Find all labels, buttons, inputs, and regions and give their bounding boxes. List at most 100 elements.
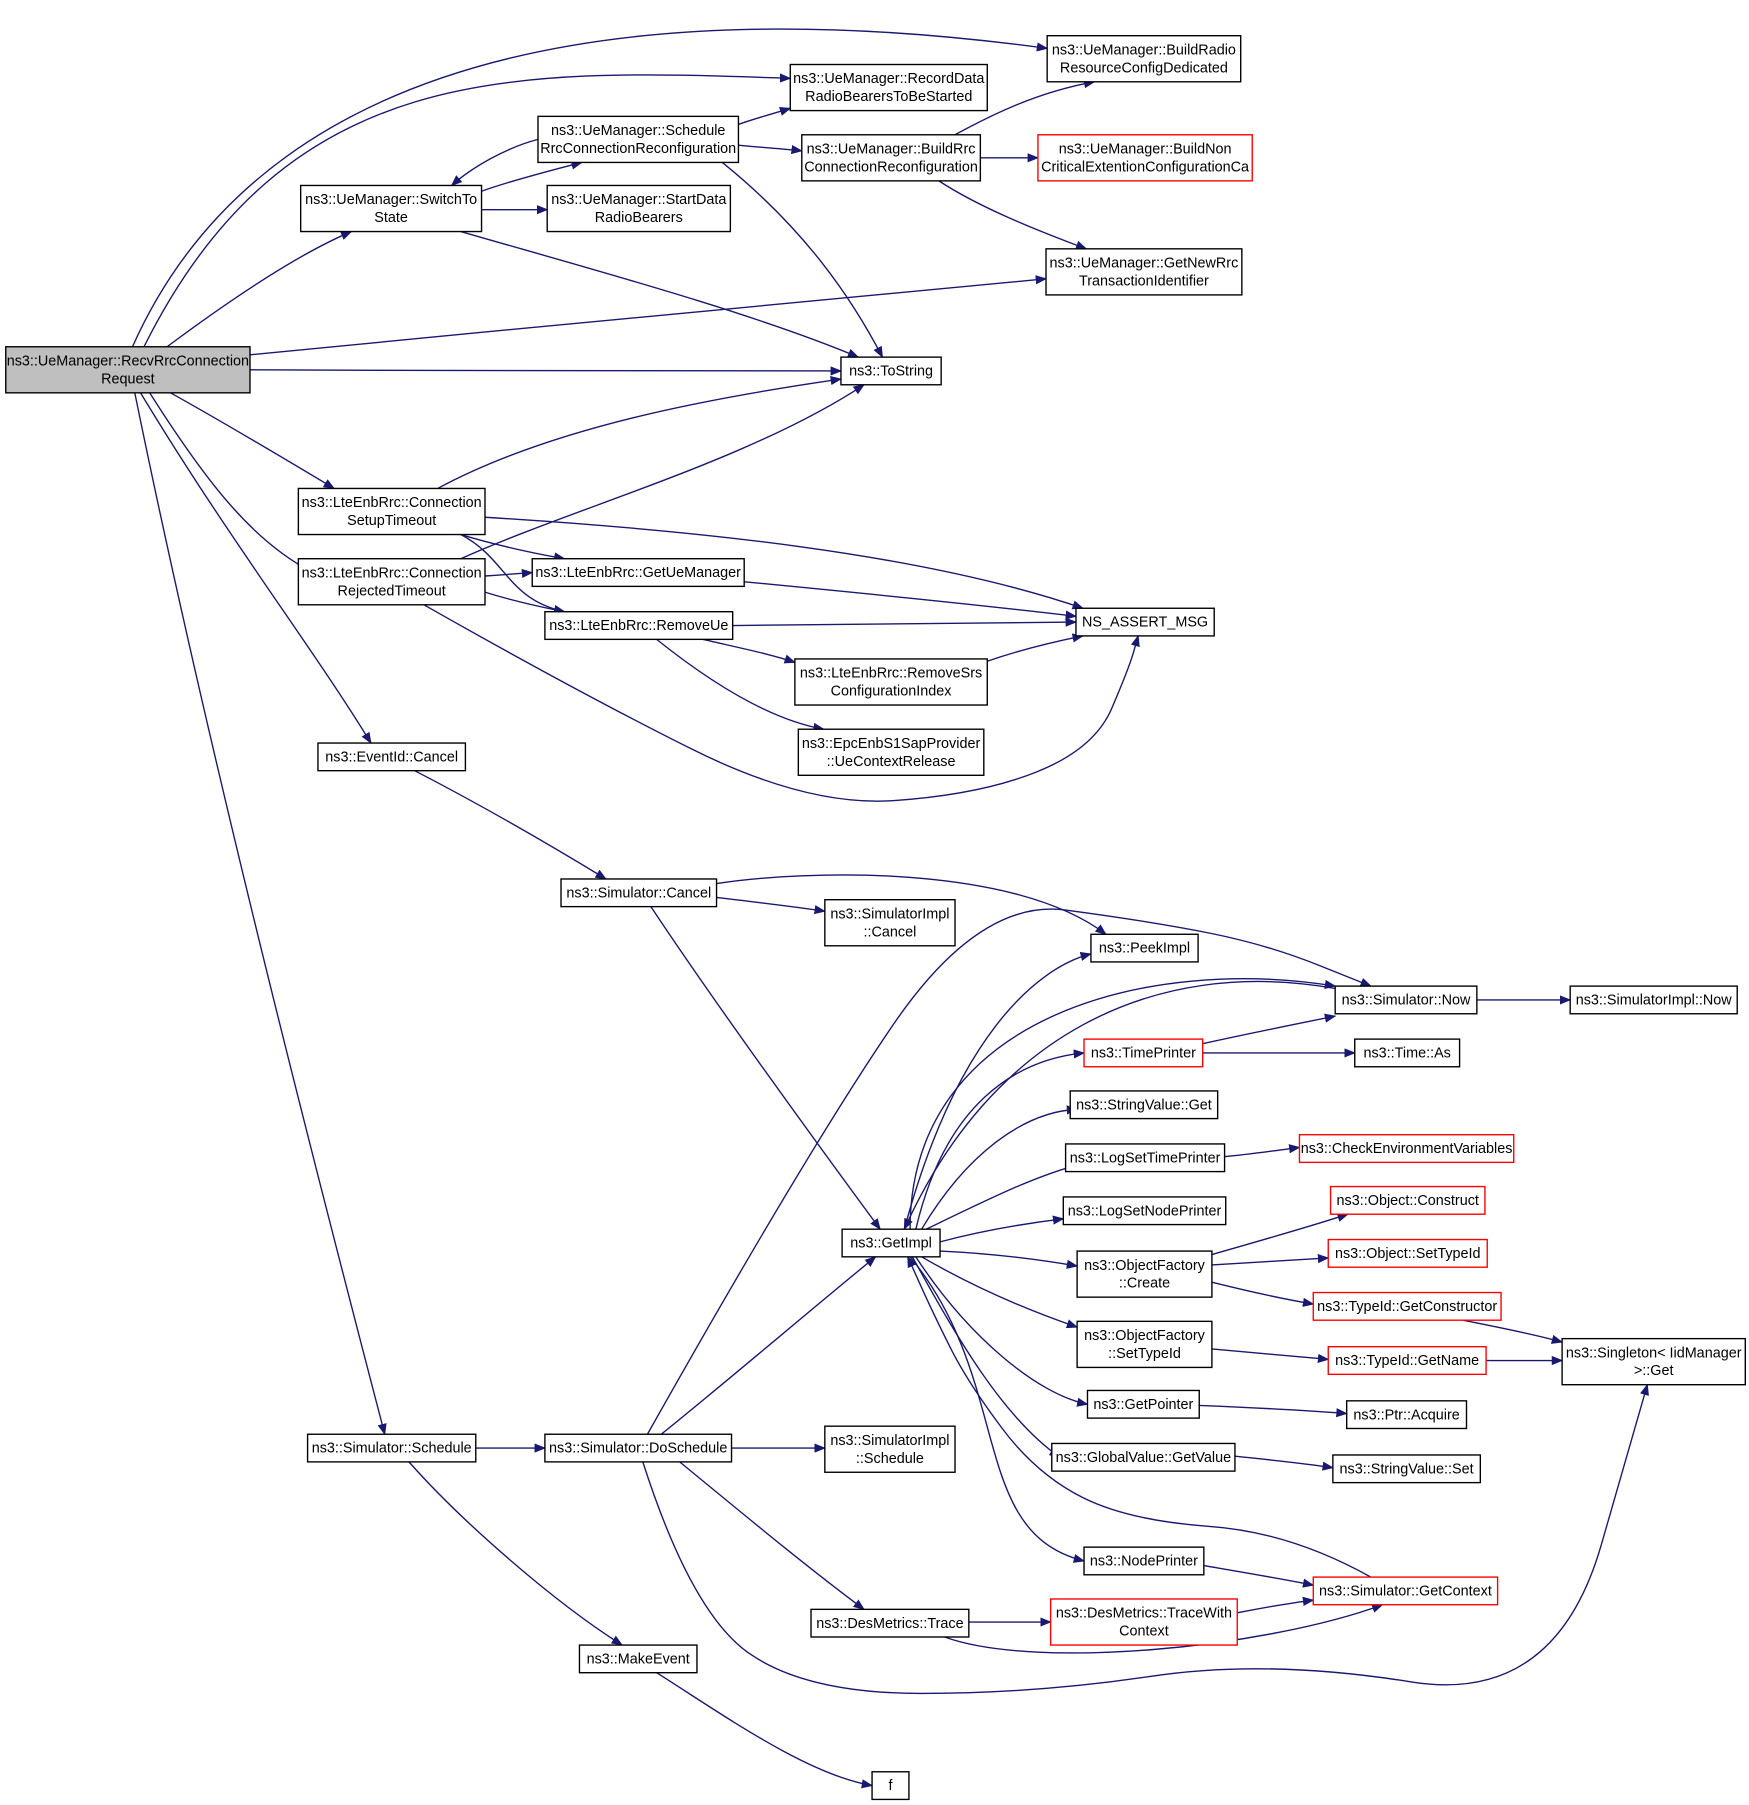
node-typeIdGetName[interactable]: ns3::TypeId::GetName bbox=[1327, 1345, 1487, 1376]
node-logSetTime[interactable]: ns3::LogSetTimePrinter bbox=[1064, 1143, 1226, 1173]
node-objSetTypeId[interactable]: ns3::Object::SetTypeId bbox=[1327, 1238, 1488, 1268]
node-timePrinter[interactable]: ns3::TimePrinter bbox=[1083, 1038, 1204, 1068]
node-recordData[interactable]: ns3::UeManager::RecordDataRadioBearersTo… bbox=[789, 63, 988, 112]
node-label: Request bbox=[101, 371, 155, 387]
node-logSetNode[interactable]: ns3::LogSetNodePrinter bbox=[1062, 1196, 1227, 1226]
node-getNewRrc[interactable]: ns3::UeManager::GetNewRrcTransactionIden… bbox=[1045, 248, 1243, 296]
node-buildNon[interactable]: ns3::UeManager::BuildNonCriticalExtentio… bbox=[1037, 134, 1253, 182]
node-label: f bbox=[888, 1778, 893, 1794]
node-label: ns3::Simulator::Now bbox=[1342, 993, 1471, 1009]
node-label: ns3::GlobalValue::GetValue bbox=[1056, 1450, 1231, 1466]
node-box bbox=[5, 346, 251, 394]
node-box bbox=[1083, 1038, 1204, 1068]
node-simCancel[interactable]: ns3::Simulator::Cancel bbox=[560, 878, 718, 908]
node-label: ::Schedule bbox=[856, 1451, 924, 1467]
node-box bbox=[1064, 1143, 1226, 1173]
node-peekImpl[interactable]: ns3::PeekImpl bbox=[1090, 933, 1199, 963]
node-buildRadio[interactable]: ns3::UeManager::BuildRadioResourceConfig… bbox=[1046, 35, 1242, 83]
node-box bbox=[1298, 1134, 1515, 1164]
node-label: SetupTimeout bbox=[347, 513, 436, 529]
edge-getPointer-to-ptrAcquire bbox=[1199, 1404, 1348, 1418]
node-timeAs[interactable]: ns3::Time::As bbox=[1354, 1038, 1461, 1068]
edge-buildRrc-to-buildRadio bbox=[954, 79, 1096, 136]
edge-recv-to-simSchedule bbox=[134, 392, 387, 1436]
edge-recv-to-getNewRrc bbox=[249, 275, 1048, 356]
node-label: ns3::SimulatorImpl::Now bbox=[1576, 993, 1733, 1009]
node-box bbox=[1076, 1320, 1213, 1369]
node-f[interactable]: f bbox=[871, 1771, 910, 1801]
node-label: NS_ASSERT_MSG bbox=[1082, 615, 1208, 631]
node-box bbox=[297, 487, 486, 536]
edge-nodePrinter-to-getContext bbox=[1203, 1564, 1315, 1588]
node-nsAssert[interactable]: NS_ASSERT_MSG bbox=[1075, 607, 1215, 637]
node-scheduleRrc[interactable]: ns3::UeManager::ScheduleRrcConnectionRec… bbox=[537, 115, 740, 164]
edge-getContext-to-getImpl bbox=[907, 1255, 1372, 1578]
node-box bbox=[544, 611, 734, 641]
node-getPointer[interactable]: ns3::GetPointer bbox=[1086, 1389, 1200, 1419]
node-eventCancel[interactable]: ns3::EventId::Cancel bbox=[317, 742, 467, 772]
node-simImplCancel[interactable]: ns3::SimulatorImpl::Cancel bbox=[824, 899, 956, 947]
node-ofSetTypeId[interactable]: ns3::ObjectFactory::SetTypeId bbox=[1076, 1320, 1213, 1369]
node-label: ns3::ToString bbox=[849, 364, 933, 380]
node-gvGetValue[interactable]: ns3::GlobalValue::GetValue bbox=[1051, 1442, 1236, 1472]
node-strValGet[interactable]: ns3::StringValue::Get bbox=[1069, 1090, 1219, 1120]
node-box bbox=[797, 728, 985, 776]
node-label: ns3::LogSetTimePrinter bbox=[1070, 1150, 1221, 1166]
edge-getImpl-to-peekImpl bbox=[903, 951, 1093, 1230]
node-desTrace[interactable]: ns3::DesMetrics::Trace bbox=[810, 1608, 970, 1638]
node-simImplNow[interactable]: ns3::SimulatorImpl::Now bbox=[1569, 985, 1738, 1015]
node-ueCtxRelease[interactable]: ns3::EpcEnbS1SapProvider::UeContextRelea… bbox=[797, 728, 985, 776]
node-getContext[interactable]: ns3::Simulator::GetContext bbox=[1312, 1576, 1499, 1606]
edge-connSetup-to-removeUe bbox=[460, 533, 566, 614]
node-label: RejectedTimeout bbox=[338, 583, 446, 599]
node-removeSrs[interactable]: ns3::LteEnbRrc::RemoveSrsConfigurationIn… bbox=[794, 658, 988, 706]
node-singletonGet[interactable]: ns3::Singleton< IidManager>::Get bbox=[1561, 1337, 1746, 1386]
node-label: ns3::Object::Construct bbox=[1337, 1193, 1479, 1209]
node-box bbox=[531, 558, 745, 588]
node-simSchedule[interactable]: ns3::Simulator::Schedule bbox=[306, 1433, 477, 1463]
node-simImplSchedule[interactable]: ns3::SimulatorImpl::Schedule bbox=[824, 1425, 956, 1473]
node-label: ns3::LteEnbRrc::RemoveSrs bbox=[800, 666, 982, 682]
node-strValSet[interactable]: ns3::StringValue::Set bbox=[1332, 1454, 1482, 1484]
node-connRejected[interactable]: ns3::LteEnbRrc::ConnectionRejectedTimeou… bbox=[297, 558, 486, 606]
node-ofCreate[interactable]: ns3::ObjectFactory::Create bbox=[1076, 1250, 1213, 1298]
node-nodePrinter[interactable]: ns3::NodePrinter bbox=[1083, 1546, 1205, 1576]
node-getUeManager[interactable]: ns3::LteEnbRrc::GetUeManager bbox=[531, 558, 745, 588]
node-box bbox=[578, 1644, 698, 1674]
node-ptrAcquire[interactable]: ns3::Ptr::Acquire bbox=[1345, 1400, 1468, 1430]
node-simNow[interactable]: ns3::Simulator::Now bbox=[1334, 985, 1478, 1015]
node-doSchedule[interactable]: ns3::Simulator::DoSchedule bbox=[544, 1433, 733, 1463]
node-objConstruct[interactable]: ns3::Object::Construct bbox=[1329, 1185, 1486, 1215]
node-box bbox=[1046, 35, 1242, 83]
node-label: RadioBearers bbox=[595, 210, 683, 226]
node-getConstructor[interactable]: ns3::TypeId::GetConstructor bbox=[1312, 1291, 1502, 1321]
edge-removeSrs-to-nsAssert bbox=[987, 633, 1085, 662]
edge-removeUe-to-ueCtxRelease bbox=[656, 638, 825, 732]
node-removeUe[interactable]: ns3::LteEnbRrc::RemoveUe bbox=[544, 611, 734, 641]
node-buildRrc[interactable]: ns3::UeManager::BuildRrcConnectionReconf… bbox=[801, 134, 982, 182]
edge-getConstructor-to-singletonGet bbox=[1462, 1319, 1564, 1344]
node-label: ns3::MakeEvent bbox=[587, 1651, 690, 1667]
node-checkEnv[interactable]: ns3::CheckEnvironmentVariables bbox=[1298, 1134, 1515, 1164]
node-box bbox=[801, 134, 982, 182]
node-label: ns3::StringValue::Get bbox=[1076, 1097, 1212, 1113]
node-label: ns3::UeManager::BuildNon bbox=[1059, 142, 1232, 158]
node-label: ns3::SimulatorImpl bbox=[830, 906, 949, 922]
edge-ofSetTypeId-to-typeIdGetName bbox=[1211, 1348, 1330, 1364]
node-label: RadioBearersToBeStarted bbox=[805, 89, 972, 105]
edge-getImpl-to-ofCreate bbox=[940, 1250, 1079, 1269]
node-getImpl[interactable]: ns3::GetImpl bbox=[841, 1228, 941, 1258]
edge-connRejected-to-removeUe bbox=[484, 591, 566, 615]
node-toString[interactable]: ns3::ToString bbox=[840, 356, 942, 386]
node-label: ::SetTypeId bbox=[1108, 1346, 1181, 1362]
node-label: ns3::UeManager::SwitchTo bbox=[305, 192, 477, 208]
node-label: ns3::LteEnbRrc::Connection bbox=[302, 495, 482, 511]
edge-scheduleRrc-to-recordData bbox=[738, 106, 792, 126]
edge-switchTo-to-toString bbox=[460, 230, 860, 358]
node-makeEvent[interactable]: ns3::MakeEvent bbox=[578, 1644, 698, 1674]
